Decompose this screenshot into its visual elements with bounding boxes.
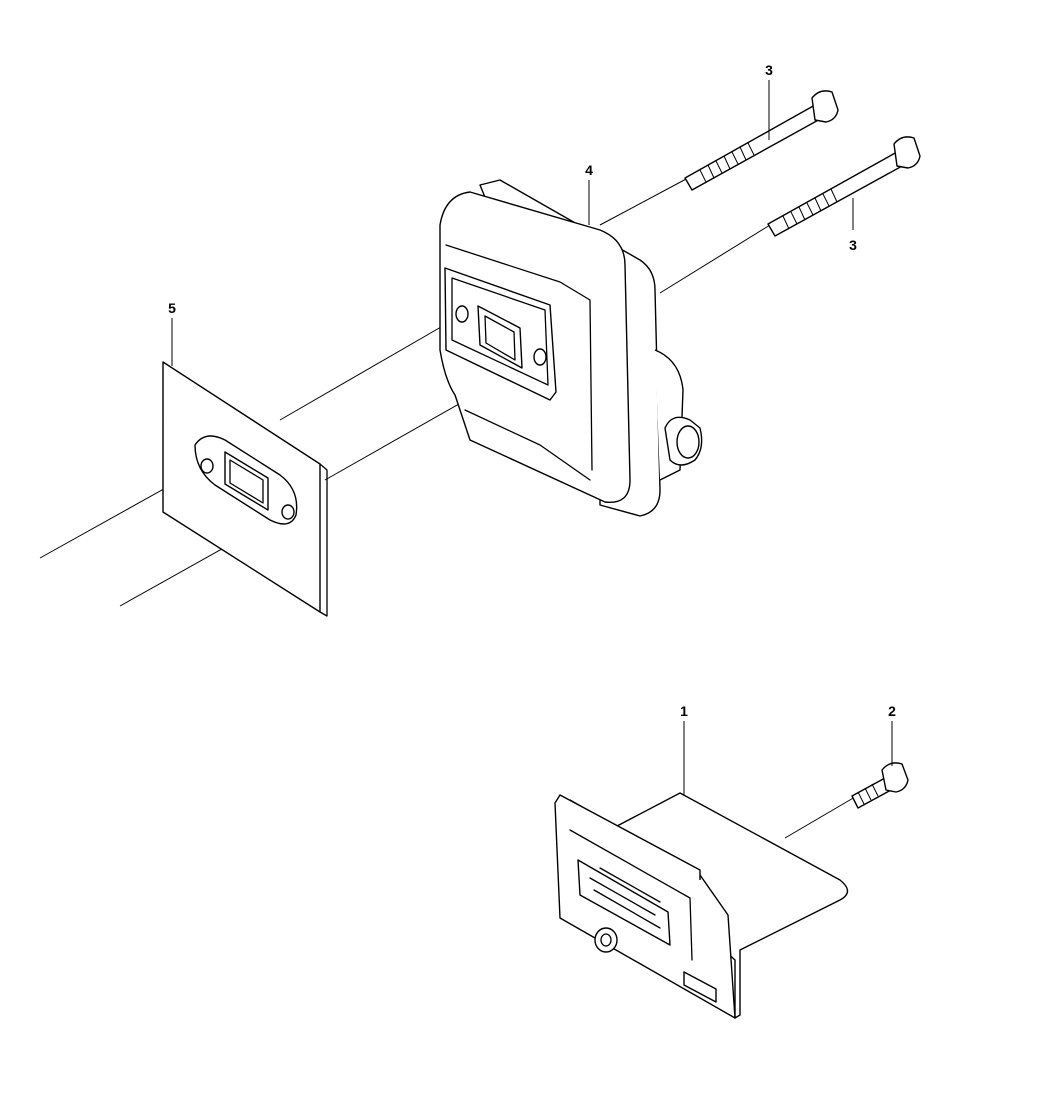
callout-label: 4 [585,162,593,178]
callout-label: 3 [849,237,857,253]
muffler-guard [554,792,849,1019]
screw [851,762,909,809]
bolt-lower [767,136,921,237]
callout-label: 2 [888,703,896,719]
callout-label: 3 [765,62,773,78]
callout-label: 1 [680,703,688,719]
bolt-upper [684,90,839,191]
leader-lines [171,80,893,796]
muffler [439,179,703,517]
callout-label: 5 [168,300,176,316]
gasket [162,361,328,617]
